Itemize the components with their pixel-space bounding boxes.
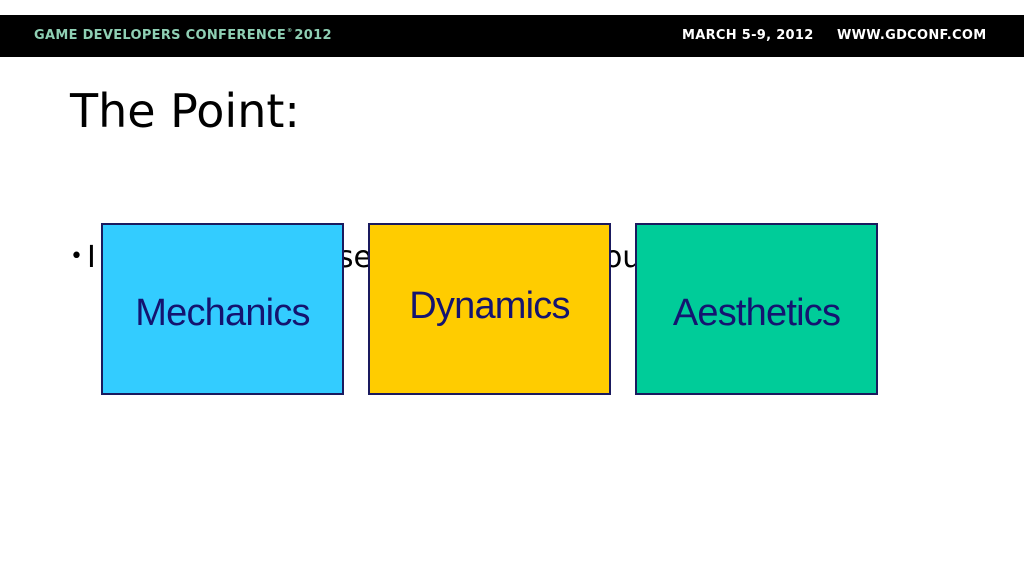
aesthetics-label: Aesthetics xyxy=(672,291,841,334)
mechanics-label: Mechanics xyxy=(135,291,310,334)
conference-url: WWW.GDCONF.COM xyxy=(837,28,987,43)
conference-year: 2012 xyxy=(294,28,332,43)
header-bar: GAME DEVELOPERS CONFERENCE®2012 MARCH 5-… xyxy=(0,15,1024,57)
conference-name: GAME DEVELOPERS CONFERENCE®2012 xyxy=(34,28,332,43)
aesthetics-box: Aesthetics xyxy=(635,223,878,395)
bullet-text-start: I xyxy=(86,240,96,275)
dynamics-label: Dynamics xyxy=(409,284,570,327)
slide-title: The Point: xyxy=(70,84,300,138)
bullet-marker: • xyxy=(70,244,83,269)
trademark-mark: ® xyxy=(287,28,293,34)
mechanics-box: Mechanics xyxy=(101,223,344,395)
dynamics-box: Dynamics xyxy=(368,223,611,395)
conference-dates: MARCH 5-9, 2012 xyxy=(682,28,814,43)
